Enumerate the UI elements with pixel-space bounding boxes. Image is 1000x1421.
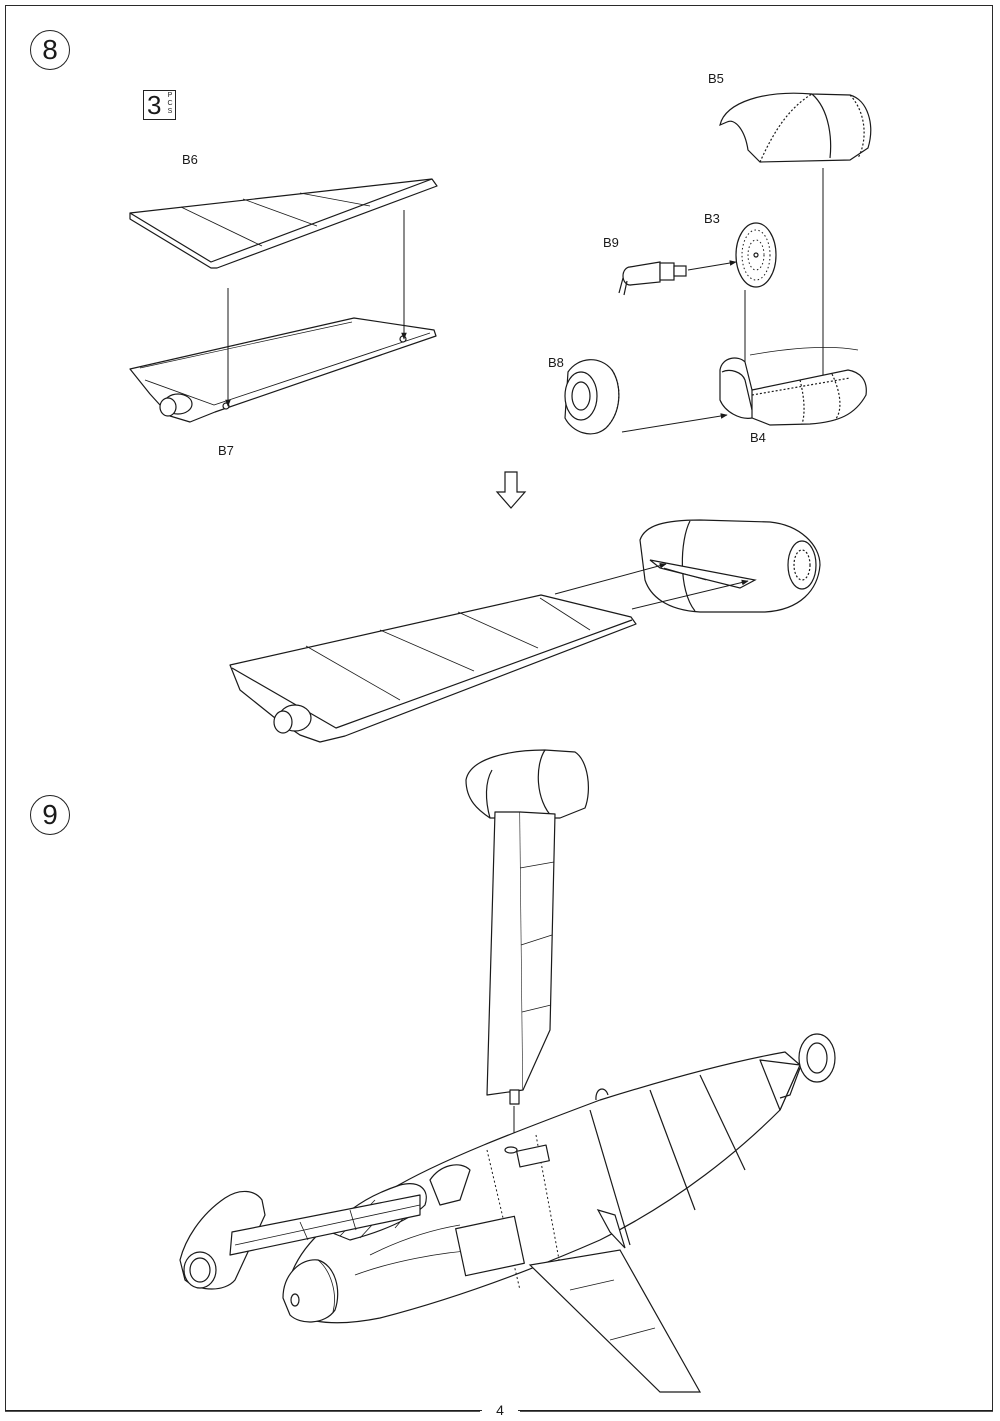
label-b6: B6 (182, 152, 198, 167)
nose-cone-b8 (564, 359, 620, 435)
page-number: 4 (482, 1402, 518, 1418)
fuselage-lower-wing (528, 1209, 702, 1393)
shaft-b9 (618, 261, 687, 296)
label-b7: B7 (218, 443, 234, 458)
wing-upper-b6 (129, 178, 438, 269)
assembled-wing (229, 594, 637, 743)
step-8-number: 8 (30, 30, 70, 70)
side-wing-nacelle (179, 1190, 421, 1290)
tail-wheel (779, 1033, 836, 1099)
wing-lower-b7 (129, 317, 437, 423)
sequence-arrow (495, 471, 527, 509)
fan-grille-b3 (735, 222, 777, 288)
label-b4: B4 (750, 430, 766, 445)
label-b5: B5 (708, 71, 724, 86)
step-9-number: 9 (30, 795, 70, 835)
quantity-count: 3 (147, 90, 162, 120)
nacelle-lower-b4 (719, 347, 867, 426)
nacelle-upper-b5 (719, 92, 872, 163)
label-b3: B3 (704, 211, 720, 226)
label-b8: B8 (548, 355, 564, 370)
label-b9: B9 (603, 235, 619, 250)
assembled-nacelle (639, 519, 821, 613)
wing-unit-vertical (465, 749, 590, 1105)
fuselage (282, 1051, 801, 1324)
